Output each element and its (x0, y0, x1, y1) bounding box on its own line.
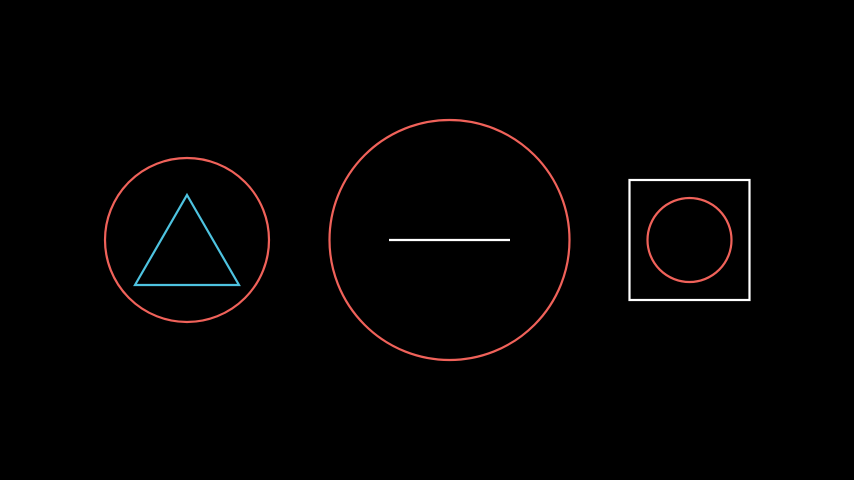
left-circle (103, 156, 271, 324)
small-circle (646, 196, 733, 284)
square-with-circle-group (628, 178, 751, 302)
center-circle (328, 118, 571, 362)
circle-with-line-group (328, 118, 571, 362)
square (628, 178, 751, 302)
circle-with-triangle-group (103, 156, 271, 324)
triangle (133, 192, 241, 287)
